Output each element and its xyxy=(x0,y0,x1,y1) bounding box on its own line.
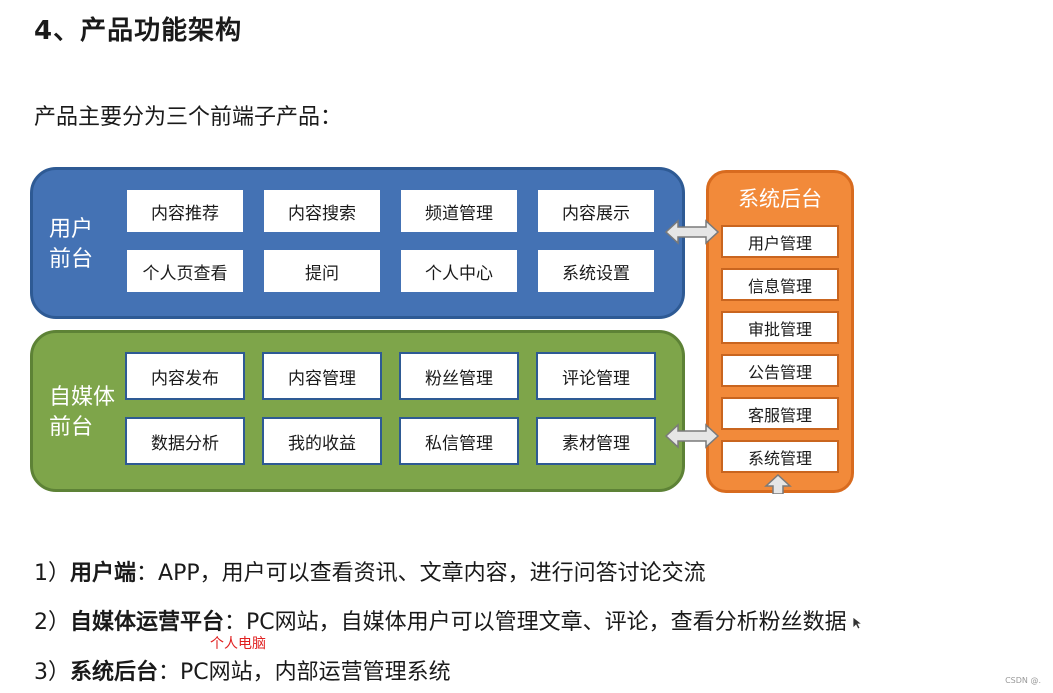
media-item-fans-manage: 粉丝管理 xyxy=(399,352,519,400)
media-item-earnings: 我的收益 xyxy=(262,417,382,465)
desc-text: ：PC网站，内部运营管理系统 xyxy=(158,660,451,685)
media-item-data-analysis: 数据分析 xyxy=(125,417,245,465)
media-front-panel: 自媒体 前台 内容发布 内容管理 粉丝管理 评论管理 数据分析 我的收益 私信管… xyxy=(30,330,685,492)
user-item-ask: 提问 xyxy=(264,250,380,292)
user-front-panel: 用户 前台 内容推荐 内容搜索 频道管理 内容展示 个人页查看 提问 个人中心 … xyxy=(30,167,685,319)
media-item-comment-manage: 评论管理 xyxy=(536,352,656,400)
desc-bold: 自媒体运营平台 xyxy=(70,610,225,635)
backend-panel: 系统后台 用户管理 信息管理 审批管理 公告管理 客服管理 系统管理 xyxy=(706,170,854,493)
backend-item-approval-manage: 审批管理 xyxy=(721,311,839,344)
description-line-1: 1）用户端：APP，用户可以查看资讯、文章内容，进行问答讨论交流 xyxy=(34,555,706,587)
media-item-content-manage: 内容管理 xyxy=(262,352,382,400)
desc-text: ：APP，用户可以查看资讯、文章内容，进行问答讨论交流 xyxy=(136,561,706,586)
user-item-content-search: 内容搜索 xyxy=(264,190,380,232)
user-item-content-recommend: 内容推荐 xyxy=(127,190,243,232)
section-heading: 4、产品功能架构 xyxy=(34,16,243,46)
media-item-publish: 内容发布 xyxy=(125,352,245,400)
double-arrow-icon xyxy=(664,219,720,245)
user-item-system-settings: 系统设置 xyxy=(538,250,654,292)
backend-item-user-manage: 用户管理 xyxy=(721,225,839,258)
desc-bold: 系统后台 xyxy=(70,660,159,685)
watermark: CSDN @. xyxy=(1005,676,1041,685)
user-item-channel-manage: 频道管理 xyxy=(401,190,517,232)
user-item-profile-view: 个人页查看 xyxy=(127,250,243,292)
backend-item-system-manage: 系统管理 xyxy=(721,440,839,473)
backend-item-info-manage: 信息管理 xyxy=(721,268,839,301)
media-item-private-message: 私信管理 xyxy=(399,417,519,465)
user-front-label-line2: 前台 xyxy=(49,247,94,272)
intro-text: 产品主要分为三个前端子产品： xyxy=(34,105,343,130)
media-item-material-manage: 素材管理 xyxy=(536,417,656,465)
user-front-label-line1: 用户 xyxy=(49,217,94,242)
desc-prefix: 3） xyxy=(34,660,70,685)
desc-bold: 用户端 xyxy=(70,561,137,586)
backend-item-service-manage: 客服管理 xyxy=(721,397,839,430)
double-arrow-icon xyxy=(664,423,720,449)
media-front-label-line1: 自媒体 xyxy=(49,385,116,410)
media-front-label-line2: 前台 xyxy=(49,415,94,440)
user-item-personal-center: 个人中心 xyxy=(401,250,517,292)
user-front-label: 用户 前台 xyxy=(49,215,93,275)
desc-prefix: 2） xyxy=(34,610,70,635)
up-arrow-icon xyxy=(764,474,792,494)
red-annotation: 个人电脑 xyxy=(210,636,266,652)
media-front-label: 自媒体 前台 xyxy=(49,383,115,443)
description-line-2: 2）自媒体运营平台：PC网站，自媒体用户可以管理文章、评论，查看分析粉丝数据 xyxy=(34,604,847,636)
desc-prefix: 1） xyxy=(34,561,70,586)
mouse-cursor-icon xyxy=(852,616,862,630)
description-line-3: 3）系统后台：PC网站，内部运营管理系统 xyxy=(34,654,451,686)
backend-item-notice-manage: 公告管理 xyxy=(721,354,839,387)
desc-text: ：PC网站，自媒体用户可以管理文章、评论，查看分析粉丝数据 xyxy=(224,610,847,635)
user-item-content-display: 内容展示 xyxy=(538,190,654,232)
backend-title: 系统后台 xyxy=(738,187,822,211)
